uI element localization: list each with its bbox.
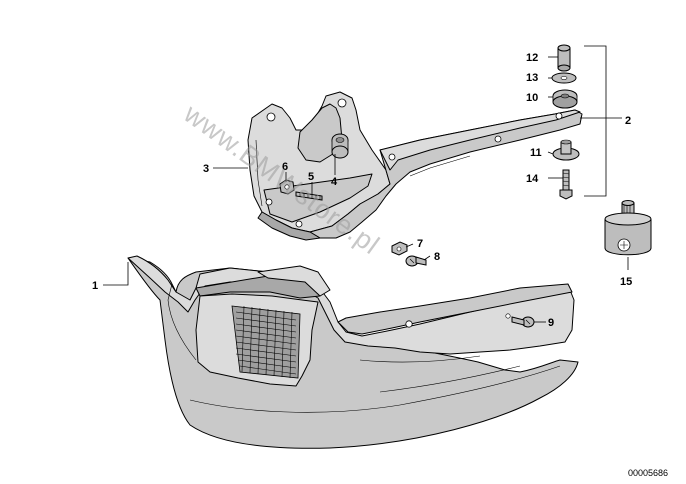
callout-8: 8 xyxy=(434,251,440,263)
callout-3: 3 xyxy=(203,163,209,175)
callout-2: 2 xyxy=(625,115,631,127)
document-number: 00005686 xyxy=(628,468,668,478)
washer-part xyxy=(391,241,408,256)
callout-11: 11 xyxy=(530,147,542,159)
callout-15: 15 xyxy=(620,276,632,288)
screw-8-part xyxy=(405,255,427,267)
callout-1: 1 xyxy=(92,280,98,292)
stud-bolt-part xyxy=(295,191,323,201)
engine-spoiler-part xyxy=(127,255,579,449)
rubber-mount-part xyxy=(604,200,652,256)
callout-9: 9 xyxy=(548,317,554,329)
callout-12: 12 xyxy=(526,52,538,64)
callout-7: 7 xyxy=(417,238,423,250)
callout-13: 13 xyxy=(526,72,538,84)
callout-5: 5 xyxy=(308,171,314,183)
callout-10: 10 xyxy=(526,92,538,104)
right-stack-hardware xyxy=(551,44,580,200)
rubber-buffer-part xyxy=(331,133,349,159)
leader-lines xyxy=(103,45,629,323)
spoiler-bracket-part xyxy=(247,91,583,241)
callout-labels: 1 2 3 4 5 6 7 8 9 10 11 12 13 14 15 xyxy=(92,52,632,329)
callout-14: 14 xyxy=(526,173,539,185)
screw-9-part xyxy=(505,313,535,328)
callout-6: 6 xyxy=(282,161,288,173)
mesh-grille xyxy=(231,305,301,379)
callout-4: 4 xyxy=(331,176,338,188)
